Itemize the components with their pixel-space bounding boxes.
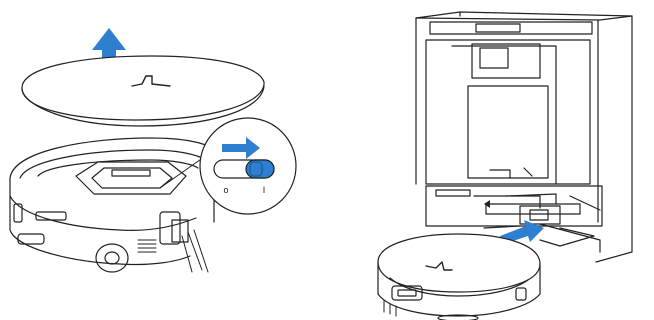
drive-wheel <box>96 244 128 272</box>
right-panel-dock-robot-to-station <box>378 12 632 320</box>
lifted-top-cover <box>22 56 264 126</box>
side-brush <box>182 230 208 272</box>
dust-bag-holder <box>472 44 540 78</box>
switch-on-label: I <box>263 185 266 195</box>
power-switch-callout <box>200 118 296 214</box>
robot-vacuum-body <box>10 138 214 272</box>
switch-off-label: o <box>223 185 228 195</box>
power-switch-icon <box>214 160 274 178</box>
side-vents <box>138 240 156 252</box>
left-panel-remove-cover-and-switch-on <box>10 28 296 272</box>
robot-vacuum-docking <box>378 234 540 320</box>
alignment-arrow-mark <box>484 200 490 208</box>
self-empty-station <box>416 12 632 262</box>
